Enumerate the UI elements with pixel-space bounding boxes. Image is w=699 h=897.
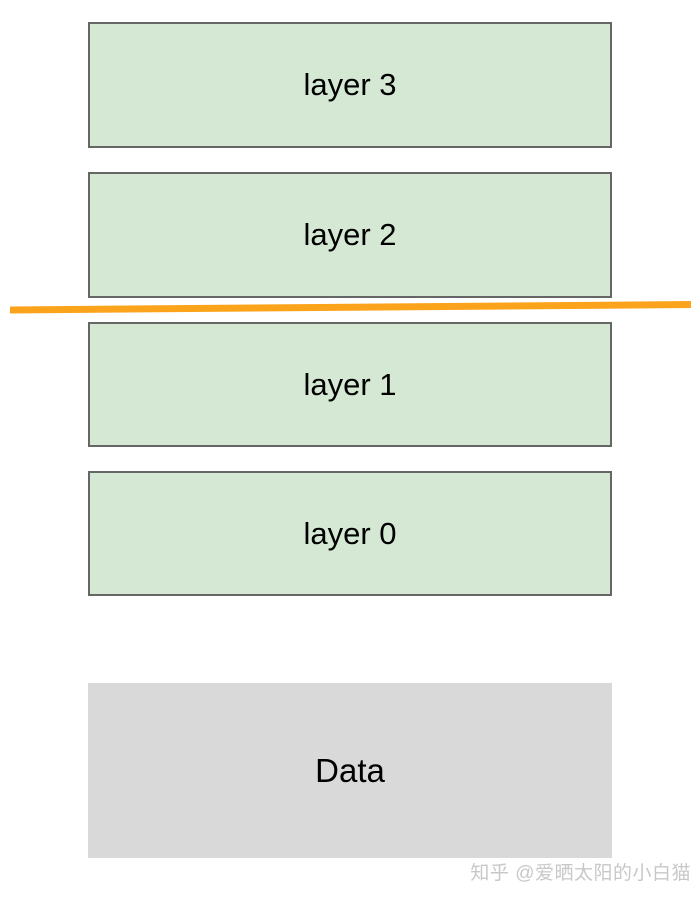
layer-2-label: layer 2 [303,217,397,252]
data-box-label: Data [315,751,385,789]
layer-3-box: layer 3 [88,22,612,148]
data-box: Data [88,683,612,858]
layer-2-box: layer 2 [88,172,612,298]
layer-0-box: layer 0 [88,471,612,596]
layer-1-label: layer 1 [303,366,397,402]
layer-0-label: layer 0 [303,515,397,551]
zhihu-watermark: 知乎 @爱晒太阳的小白猫 [470,863,691,884]
layer-1-box: layer 1 [88,322,612,447]
layer-3-label: layer 3 [303,67,397,102]
